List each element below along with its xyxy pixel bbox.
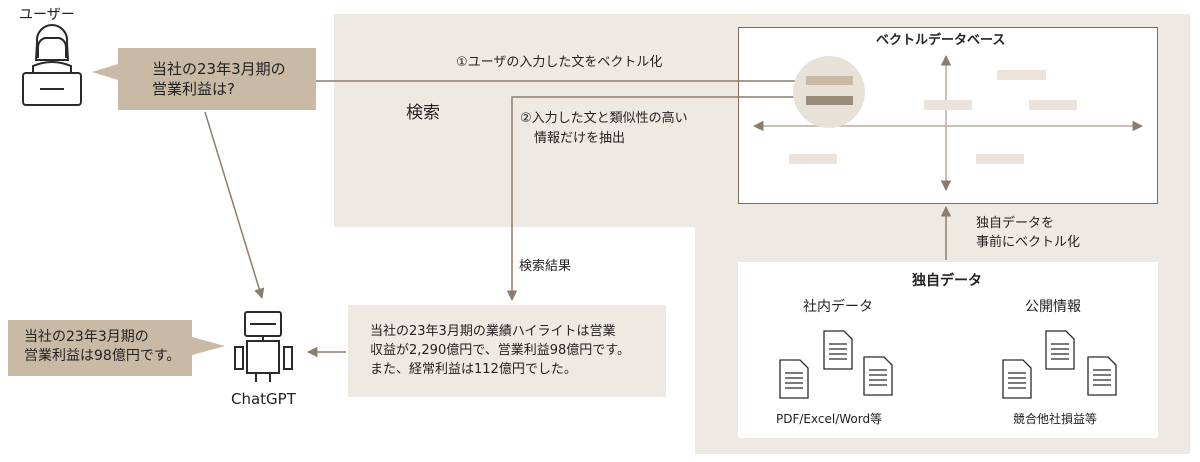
question-line1: 当社の23年3月期の xyxy=(152,60,286,78)
robot-icon xyxy=(234,311,293,382)
question-callout-tail xyxy=(92,64,118,80)
arrow-user-to-bot xyxy=(204,111,265,300)
vector-point xyxy=(997,70,1046,80)
document-icon xyxy=(779,359,809,399)
public-info-caption: 競合他社損益等 xyxy=(1013,412,1098,426)
document-icon xyxy=(1002,359,1032,399)
answer-line1: 当社の23年3月期の xyxy=(24,329,149,345)
vector-db-title: ベクトルデータベース xyxy=(876,33,1006,48)
search-result-label: 検索結果 xyxy=(519,259,572,274)
search-result-line2: 収益が2,290億円で、営業利益98億円です。 xyxy=(370,343,630,358)
arrow-step2 xyxy=(506,96,806,302)
bot-label: ChatGPT xyxy=(231,390,296,408)
vectorize-label-line1: 独自データを xyxy=(976,216,1055,231)
vector-point xyxy=(1029,100,1077,110)
document-icon xyxy=(1087,356,1117,396)
document-icon xyxy=(823,330,853,370)
step2-label-line2: 情報だけを抽出 xyxy=(534,131,626,146)
user-icon xyxy=(22,23,82,106)
vector-point xyxy=(924,100,972,110)
document-icon xyxy=(863,356,893,396)
query-vector-circle xyxy=(793,56,865,128)
own-data-box xyxy=(738,262,1158,438)
query-bar-light xyxy=(806,76,853,85)
user-label: ユーザー xyxy=(19,7,75,23)
public-info-title: 公開情報 xyxy=(1025,299,1081,315)
step1-label: ①ユーザの入力した文をベクトル化 xyxy=(456,55,663,70)
vector-point xyxy=(976,154,1024,164)
search-result-line1: 当社の23年3月期の業績ハイライトは営業 xyxy=(370,324,616,339)
internal-data-title: 社内データ xyxy=(803,299,873,315)
search-result-text: 当社の23年3月期の業績ハイライトは営業 収益が2,290億円で、営業利益98億… xyxy=(370,322,660,379)
answer-line2: 営業利益は98億円です。 xyxy=(24,348,181,364)
vector-point xyxy=(789,154,837,164)
document-icon xyxy=(1045,330,1075,370)
answer-callout-tail xyxy=(192,337,225,355)
search-result-box xyxy=(348,305,666,397)
vectorize-label-line2: 事前にベクトル化 xyxy=(976,235,1081,250)
query-bar-dark xyxy=(806,96,853,105)
step2-label-line1: ②入力した文と類似性の高い xyxy=(520,111,688,126)
answer-callout: 当社の23年3月期の 営業利益は98億円です。 xyxy=(8,320,192,376)
own-data-title: 独自データ xyxy=(912,273,982,289)
search-result-line3: また、経常利益は112億円でした。 xyxy=(370,362,577,377)
question-callout: 当社の23年3月期の 営業利益は? xyxy=(118,48,316,110)
internal-data-caption: PDF/Excel/Word等 xyxy=(776,412,883,426)
question-line2: 営業利益は? xyxy=(152,80,235,98)
search-title: 検索 xyxy=(406,103,440,123)
